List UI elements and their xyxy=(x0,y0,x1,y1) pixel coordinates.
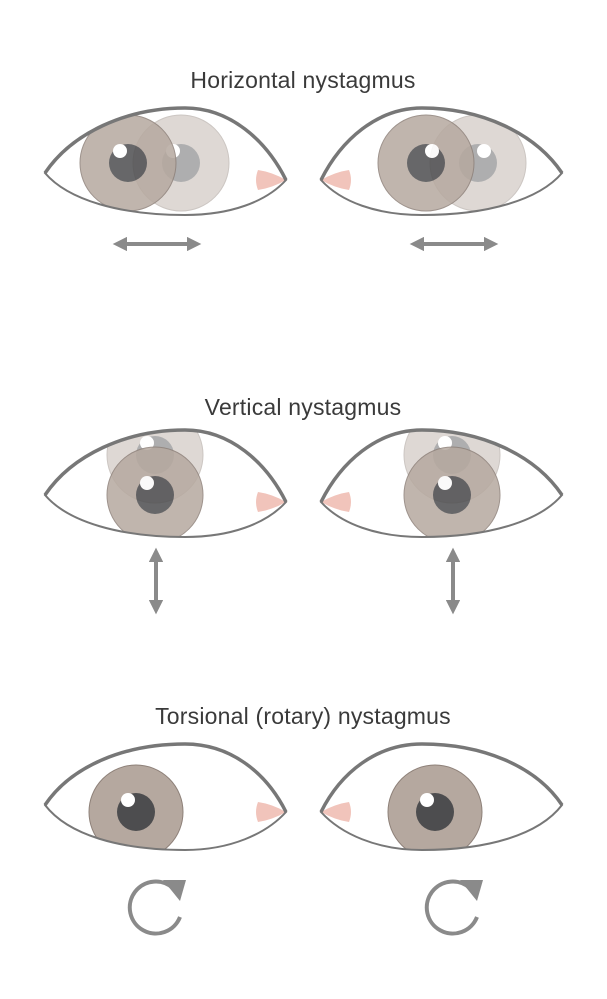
upper-eyelid xyxy=(319,742,564,813)
section-title-torsional: Torsional (rotary) nystagmus xyxy=(155,703,451,729)
left-eye-torsional xyxy=(43,742,288,852)
upper-eyelid xyxy=(319,428,564,503)
section-title-horizontal: Horizontal nystagmus xyxy=(190,67,415,93)
iris-main xyxy=(387,764,483,850)
right-eye-vertical xyxy=(319,428,564,539)
upper-eyelid xyxy=(319,106,564,181)
section-torsional: Torsional (rotary) nystagmus xyxy=(43,703,564,936)
section-title-vertical: Vertical nystagmus xyxy=(205,394,402,420)
iris-main xyxy=(88,764,184,850)
section-horizontal: Horizontal nystagmus xyxy=(43,67,564,252)
iris-main xyxy=(403,446,501,537)
section-vertical: Vertical nystagmus xyxy=(43,394,564,615)
right-eye-torsional xyxy=(319,742,564,852)
caruncle xyxy=(321,802,351,822)
circular-arrow-icon xyxy=(127,879,186,936)
caruncle xyxy=(256,170,286,190)
left-eye-vertical xyxy=(43,428,288,539)
upper-eyelid xyxy=(43,106,288,181)
iris-main xyxy=(106,446,204,537)
caruncle xyxy=(321,170,351,190)
caruncle xyxy=(321,492,351,512)
left-eye-horizontal xyxy=(43,106,288,217)
caruncle xyxy=(256,492,286,512)
iris-main xyxy=(377,114,475,212)
circular-arrow-icon xyxy=(424,879,483,936)
upper-eyelid xyxy=(43,428,288,503)
right-eye-horizontal xyxy=(319,106,564,217)
iris-main xyxy=(79,114,177,212)
caruncle xyxy=(256,802,286,822)
upper-eyelid xyxy=(43,742,288,813)
